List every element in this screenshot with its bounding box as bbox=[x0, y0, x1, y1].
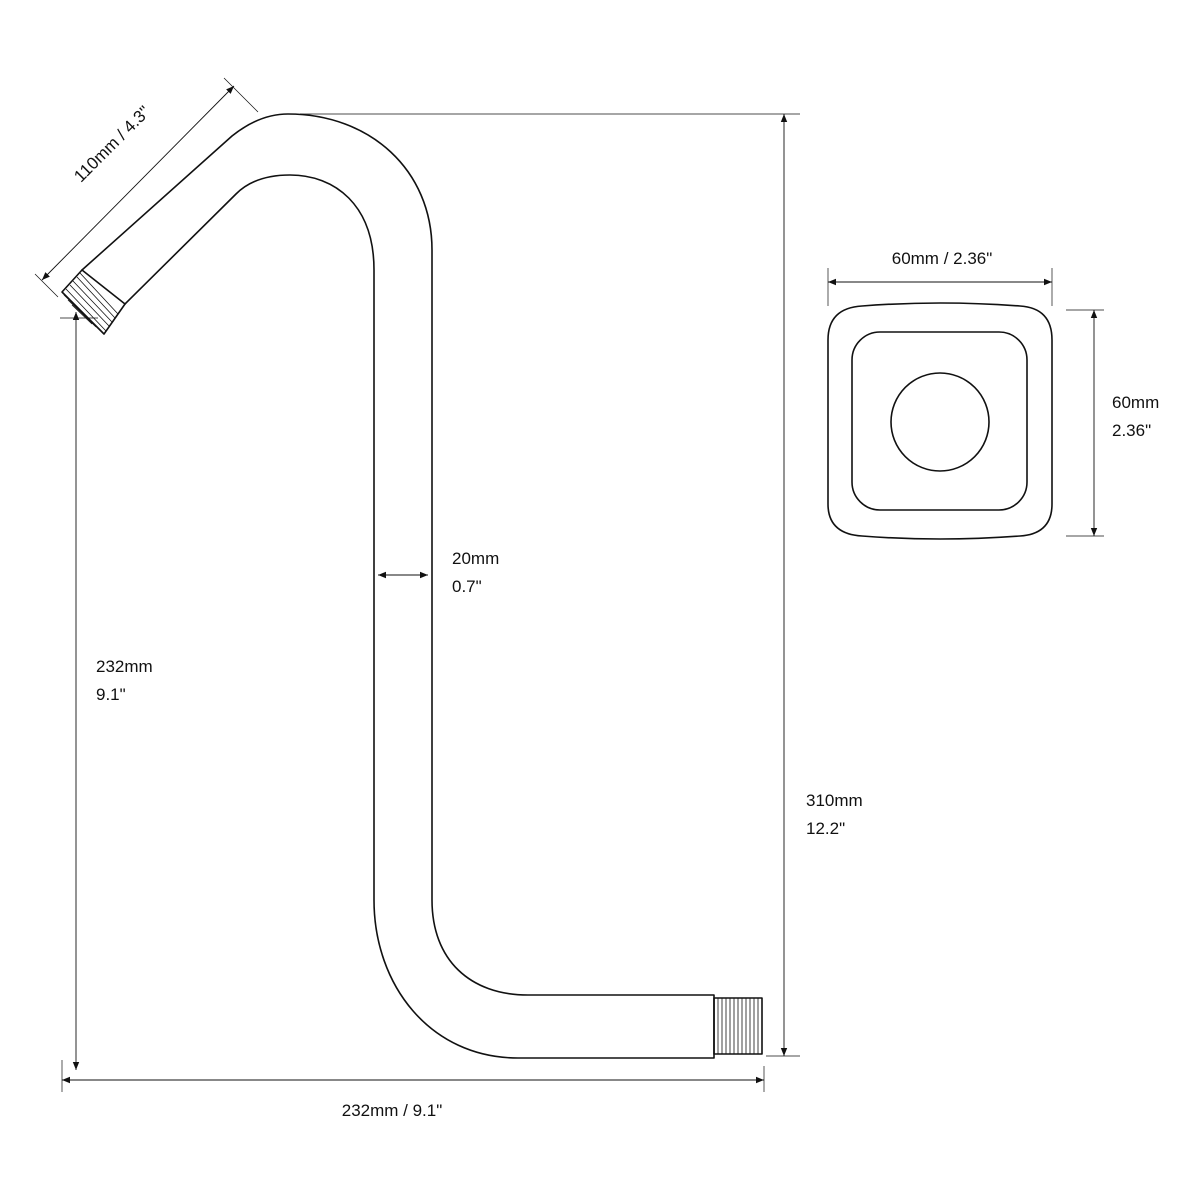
drop-height-dimension: 232mm 9.1" bbox=[60, 312, 153, 1070]
shower-arm bbox=[61, 113, 763, 1059]
pipe-diameter-mm-label: 20mm bbox=[452, 549, 499, 568]
total-width-label: 232mm / 9.1" bbox=[342, 1101, 443, 1120]
flange-width-dimension: 60mm / 2.36" bbox=[827, 249, 1053, 306]
total-height-in-label: 12.2" bbox=[806, 819, 845, 838]
flange-outer bbox=[827, 302, 1053, 540]
arm-length-label: 110mm / 4.3" bbox=[70, 102, 154, 186]
pipe-diameter-in-label: 0.7" bbox=[452, 577, 482, 596]
flange-inner bbox=[851, 331, 1028, 511]
flange-height-mm-label: 60mm bbox=[1112, 393, 1159, 412]
pipe-diameter-dimension: 20mm 0.7" bbox=[378, 549, 499, 596]
drop-height-in-label: 9.1" bbox=[96, 685, 126, 704]
flange-height-dimension: 60mm 2.36" bbox=[1066, 309, 1159, 537]
flange-center-hole bbox=[890, 372, 990, 472]
total-width-dimension: 232mm / 9.1" bbox=[61, 1060, 765, 1120]
total-height-dimension: 310mm 12.2" bbox=[300, 113, 863, 1057]
drop-height-mm-label: 232mm bbox=[96, 657, 153, 676]
square-flange bbox=[827, 302, 1053, 540]
arm-length-dimension: 110mm / 4.3" bbox=[34, 77, 259, 298]
flange-height-in-label: 2.36" bbox=[1112, 421, 1151, 440]
flange-width-label: 60mm / 2.36" bbox=[892, 249, 993, 268]
shower-arm-outer-outline bbox=[81, 113, 715, 1059]
total-height-mm-label: 310mm bbox=[806, 791, 863, 810]
bottom-threaded-end bbox=[713, 997, 763, 1055]
